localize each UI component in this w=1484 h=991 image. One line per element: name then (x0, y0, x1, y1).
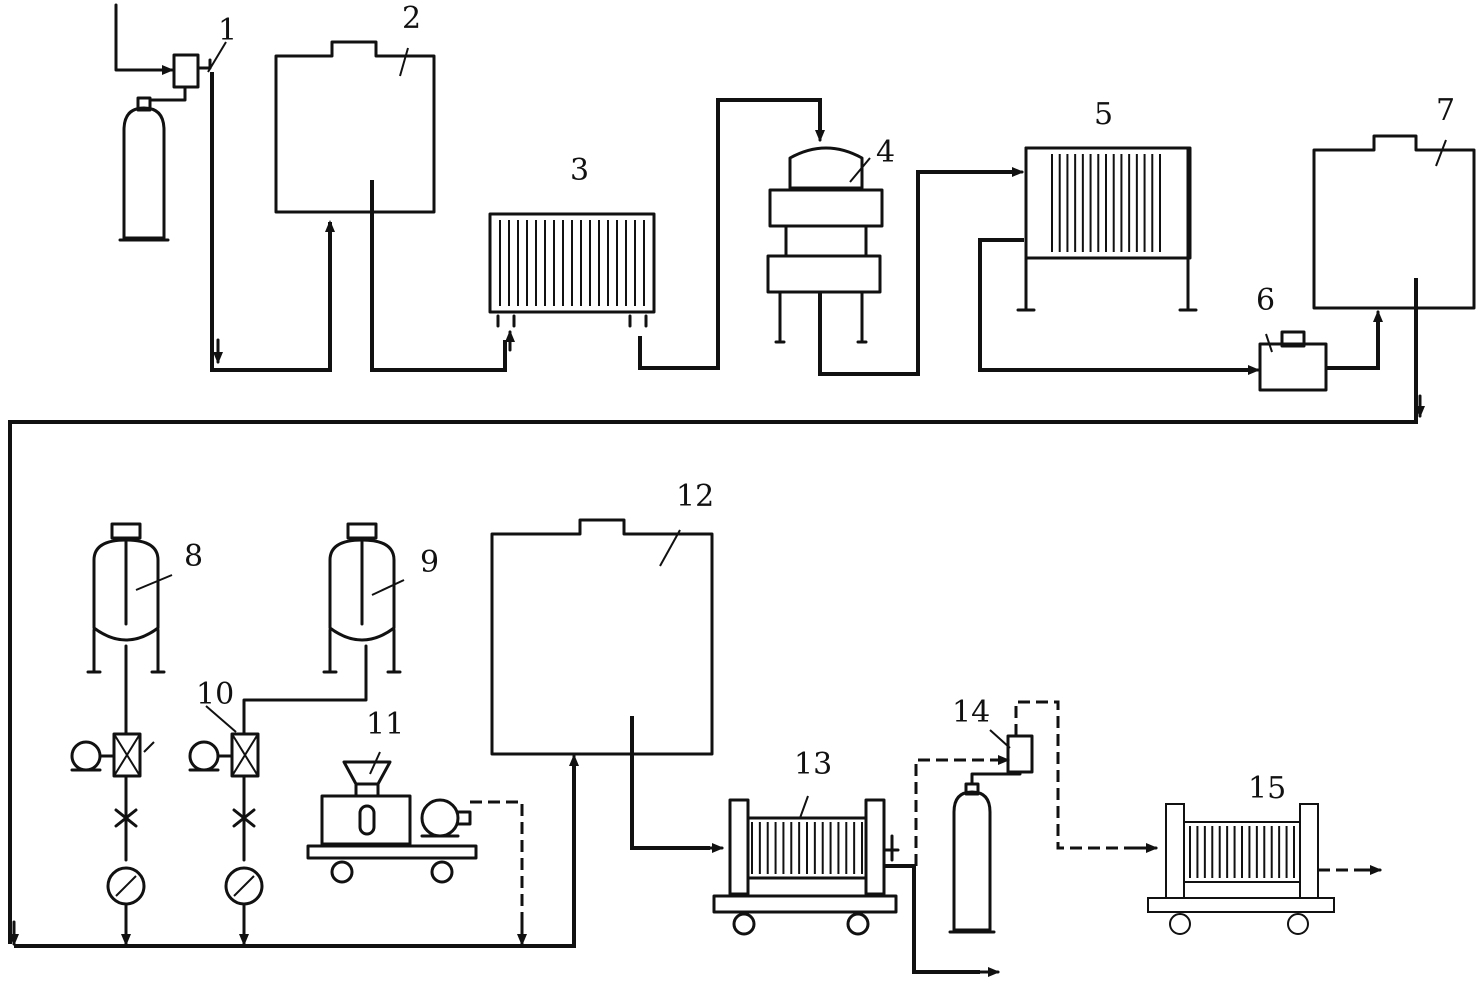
grinding-cart-11 (306, 751, 527, 946)
pressure-regulator-1 (114, 3, 328, 372)
gas-cylinder-regulator-14 (914, 700, 1158, 934)
label-4: 4 (876, 135, 895, 170)
storage-tank-2 (274, 40, 515, 372)
label-3: 3 (570, 153, 589, 188)
label-5: 5 (1094, 97, 1113, 132)
plate-filter-3 (488, 98, 825, 370)
plate-filter-15 (1147, 803, 1382, 935)
label-13: 13 (794, 747, 832, 782)
label-14: 14 (952, 695, 990, 730)
label-11: 11 (366, 707, 404, 742)
label-9: 9 (420, 545, 439, 580)
gas-cylinder-top (118, 96, 170, 242)
label-6: 6 (1256, 283, 1275, 318)
label-8: 8 (184, 539, 203, 574)
reactor-8 (70, 522, 173, 946)
plate-filter-5 (978, 146, 1260, 375)
pump-6 (1258, 310, 1383, 392)
label-12: 12 (676, 479, 714, 514)
label-7: 7 (1436, 93, 1455, 128)
label-1: 1 (218, 13, 237, 48)
reactor-9 (242, 522, 405, 736)
vessel-4 (766, 146, 1024, 376)
metering-pump-10 (188, 705, 264, 946)
label-10: 10 (196, 677, 234, 712)
label-2: 2 (402, 1, 421, 36)
storage-tank-12 (490, 518, 724, 853)
label-15: 15 (1248, 771, 1286, 806)
plate-filter-13 (712, 795, 1000, 977)
storage-tank-7 (8, 134, 1476, 946)
